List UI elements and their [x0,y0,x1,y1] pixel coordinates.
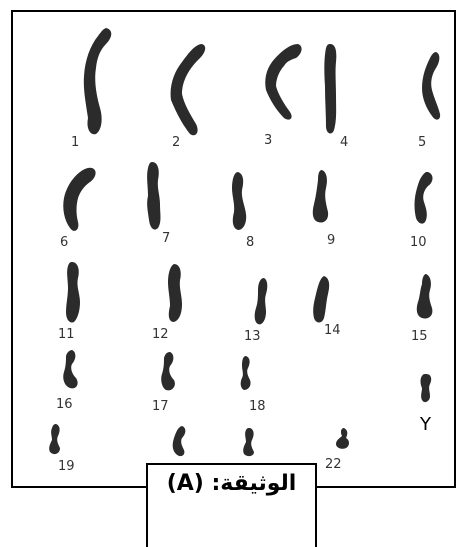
chromosome-3 [265,44,301,120]
chromosome-label-14: 14 [324,323,341,338]
chromosome-label-7: 7 [162,231,170,246]
chromosome-4 [324,44,336,133]
chromosome-label-6: 6 [60,235,68,250]
chromosome-Y [421,374,432,402]
chromosome-11 [66,262,80,323]
chromosome-label-19: 19 [58,459,75,474]
chromosome-16 [63,350,77,388]
chromosome-label-12: 12 [152,327,169,342]
chromosome-20 [173,426,186,456]
chromosome-2 [171,44,206,135]
chromosome-label-11: 11 [58,327,75,342]
chromosome-label-9: 9 [327,233,335,248]
chromosome-21 [243,428,254,456]
chromosome-14 [313,276,329,323]
chromosome-12 [168,264,182,322]
chromosome-7 [147,162,160,230]
chromosome-18 [241,356,251,390]
chromosome-label-3: 3 [264,133,272,148]
chromosome-label-13: 13 [244,329,261,344]
chromosome-label-17: 17 [152,399,169,414]
chromosome-label-4: 4 [340,135,348,150]
chromosome-9 [313,170,328,223]
chromosome-15 [417,274,433,319]
chromosome-label-1: 1 [71,135,79,150]
chromosome-22 [336,428,349,449]
figure-caption: الوثيقة: (A) [167,471,297,496]
chromosome-label-2: 2 [172,135,180,150]
chromosome-label-15: 15 [411,329,428,344]
chromosome-10 [415,172,433,224]
caption-box: الوثيقة: (A) [146,463,317,547]
chromosome-1 [84,28,111,134]
chromosome-19 [49,424,60,454]
chromosome-13 [255,278,268,324]
chromosome-label-5: 5 [418,135,426,150]
chromosome-5 [422,52,440,120]
chromosome-label-16: 16 [56,397,73,412]
chromosome-label-10: 10 [410,235,427,250]
chromosome-label-18: 18 [249,399,266,414]
chromosome-17 [161,352,175,390]
chromosome-label-Y: Y [419,414,432,435]
chromosome-label-22: 22 [325,457,342,472]
chromosome-6 [63,168,95,231]
chromosome-8 [232,172,246,230]
chromosome-label-8: 8 [246,235,254,250]
